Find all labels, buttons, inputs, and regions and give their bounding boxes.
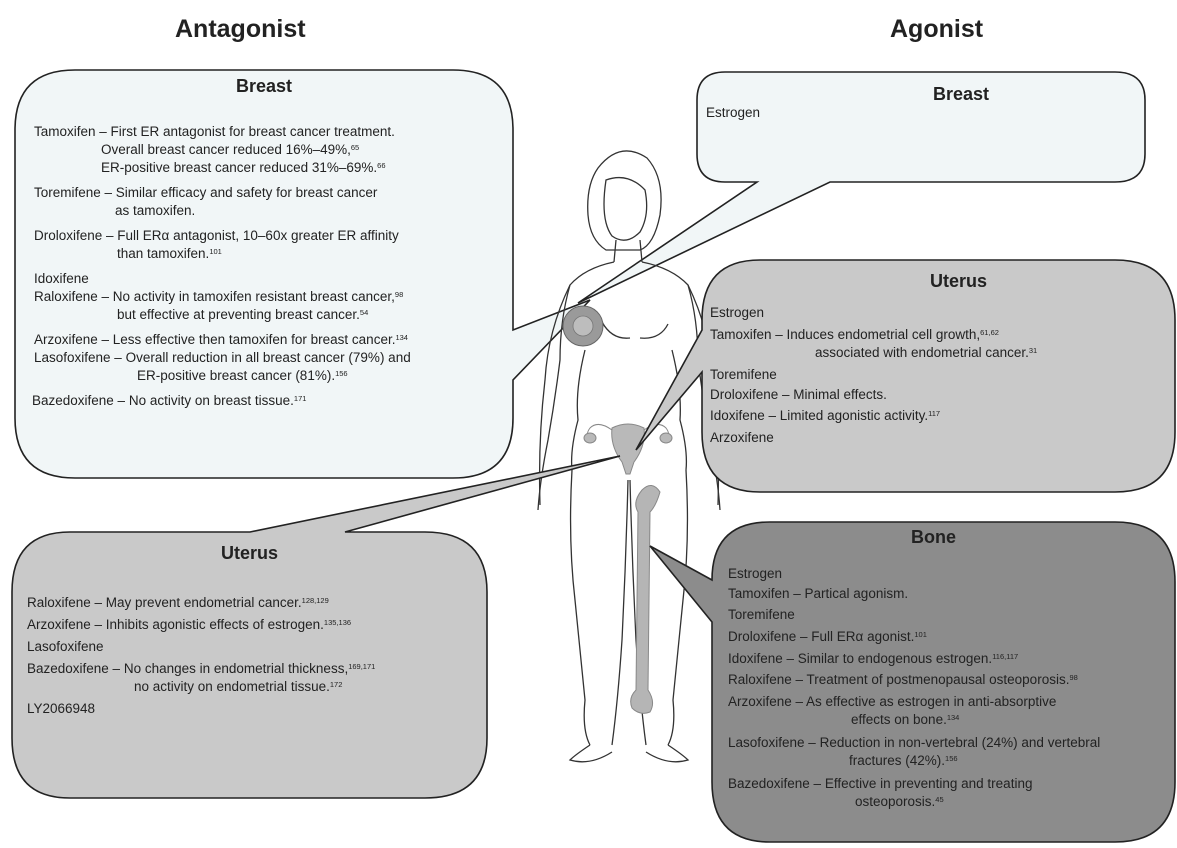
agonist-breast-box: Breast Estrogen	[697, 72, 1145, 182]
agonist-uterus-callout	[635, 259, 1176, 493]
antagonist-uterus-box: Uterus Raloxifene – May prevent endometr…	[12, 532, 487, 798]
agonist-breast-callout	[577, 71, 1146, 304]
list-item: Toremifene – Similar efficacy and safety…	[34, 185, 378, 200]
antagonist-breast-title: Breast	[235, 76, 293, 96]
list-item: but effective at preventing breast cance…	[117, 307, 369, 322]
list-item: Estrogen	[728, 566, 783, 581]
list-item: no activity on endometrial tissue.172	[134, 679, 343, 694]
antagonist-uterus-title: Uterus	[220, 543, 278, 563]
list-item: Tamoxifen – Induces endometrial cell gro…	[710, 327, 999, 342]
list-item: Arzoxifene – Less effective then tamoxif…	[34, 332, 408, 347]
agonist-bone-title: Bone	[911, 527, 956, 547]
agonist-breast-title: Breast	[932, 84, 990, 104]
list-item: Droloxifene – Minimal effects.	[710, 387, 887, 402]
list-item: LY2066948	[27, 701, 96, 716]
antagonist-breast-callout	[14, 69, 591, 479]
agonist-uterus-title: Uterus	[929, 271, 987, 291]
list-item: fractures (42%).156	[849, 753, 958, 768]
list-item: Overall breast cancer reduced 16%–49%,65	[101, 142, 360, 157]
list-item: Lasofoxifene – Reduction in non-vertebra…	[728, 735, 1101, 750]
list-item: Raloxifene – Treatment of postmenopausal…	[728, 672, 1078, 687]
list-item: Droloxifene – Full ERα agonist.101	[728, 629, 927, 644]
list-item: Droloxifene – Full ERα antagonist, 10–60…	[34, 228, 399, 243]
list-item: Bazedoxifene – Effective in preventing a…	[728, 776, 1033, 791]
agonist-heading: Agonist	[890, 15, 984, 43]
list-item: osteoporosis.45	[855, 794, 944, 809]
agonist-uterus-box: Uterus Estrogen Tamoxifen – Induces endo…	[702, 260, 1175, 492]
list-item: ER-positive breast cancer (81%).156	[137, 368, 348, 383]
agonist-bone-callout	[649, 521, 1176, 843]
list-item: Tamoxifen – Partical agonism.	[728, 586, 909, 601]
antagonist-heading: Antagonist	[175, 15, 306, 43]
list-item: than tamoxifen.101	[117, 246, 222, 261]
list-item: Idoxifene – Similar to endogenous estrog…	[728, 651, 1019, 666]
list-item: Arzoxifene	[710, 430, 774, 445]
list-item: Lasofoxifene – Overall reduction in all …	[34, 350, 411, 365]
list-item: Bazedoxifene – No activity on breast tis…	[32, 393, 307, 408]
list-item: associated with endometrial cancer.31	[815, 345, 1038, 360]
list-item: Raloxifene – May prevent endometrial can…	[27, 595, 329, 610]
list-item: Arzoxifene – Inhibits agonistic effects …	[27, 617, 352, 632]
antagonist-uterus-callout	[11, 455, 621, 799]
list-item: ER-positive breast cancer reduced 31%–69…	[101, 160, 386, 175]
list-item: Tamoxifen – First ER antagonist for brea…	[34, 124, 395, 139]
list-item: Raloxifene – No activity in tamoxifen re…	[34, 289, 404, 304]
list-item: as tamoxifen.	[115, 203, 196, 218]
list-item: effects on bone.134	[851, 712, 960, 727]
list-item: Idoxifene	[34, 271, 89, 286]
list-item: Estrogen	[710, 305, 765, 320]
list-item: Lasofoxifene	[27, 639, 104, 654]
uterus-icon	[583, 423, 673, 475]
list-item: Idoxifene – Limited agonistic activity.1…	[710, 408, 941, 423]
list-item: Arzoxifene – As effective as estrogen in…	[728, 694, 1057, 709]
list-item: Bazedoxifene – No changes in endometrial…	[27, 661, 376, 676]
agonist-bone-box: Bone Estrogen Tamoxifen – Partical agoni…	[712, 522, 1175, 842]
antagonist-breast-box: Breast Tamoxifen – First ER antagonist f…	[15, 70, 513, 478]
femur-icon	[630, 485, 661, 714]
list-item: Toremifene	[710, 367, 777, 382]
list-item: Estrogen	[706, 105, 761, 120]
list-item: Toremifene	[728, 607, 795, 622]
